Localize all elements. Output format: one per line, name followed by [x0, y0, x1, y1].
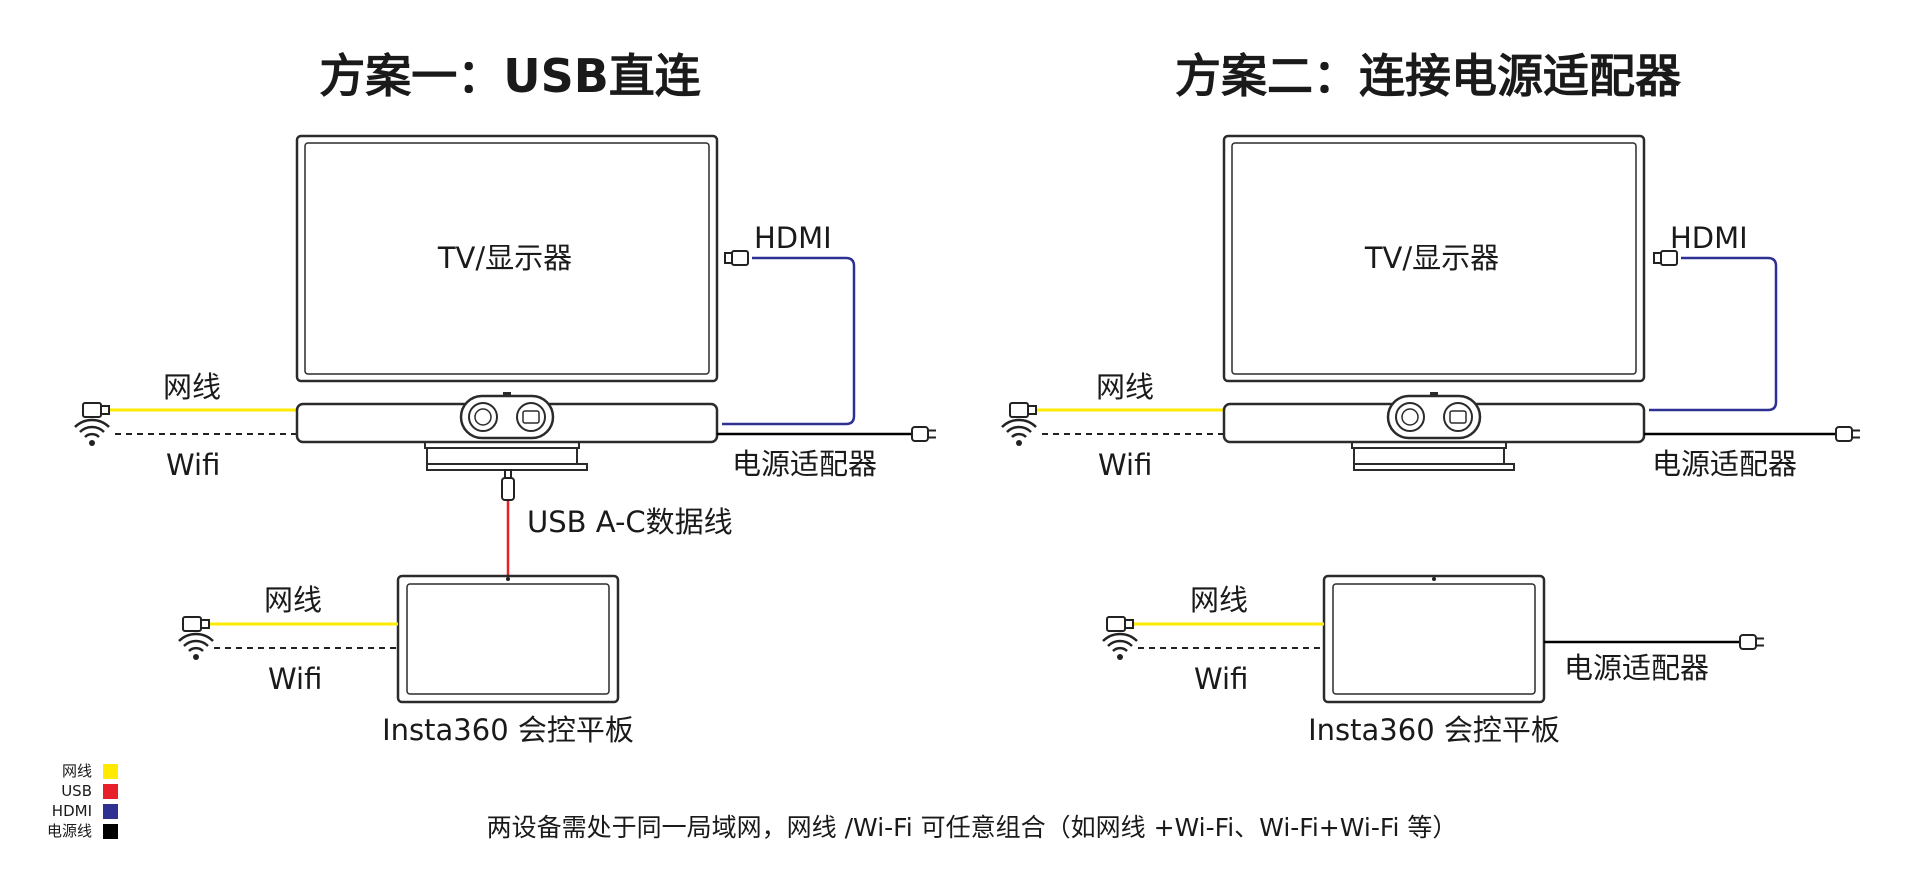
plan2-ethernet-plug-icon — [1009, 402, 1037, 418]
plan1-power-plug-icon — [911, 426, 937, 442]
plan2-tablet-ethernet-plug-icon — [1106, 616, 1134, 632]
plan2-power-label: 电源适配器 — [1652, 447, 1797, 481]
plan1-video-bar — [295, 390, 719, 472]
legend-label-usb: USB — [61, 782, 92, 800]
plan1-wifi-label: Wifi — [166, 448, 220, 482]
plan2-tablet — [1322, 574, 1546, 704]
plan2-tv-label: TV/显示器 — [1364, 241, 1499, 275]
legend-swatch-power — [103, 824, 118, 839]
plan1-network-label: 网线 — [163, 370, 221, 404]
legend: 网线 USB HDMI 电源线 — [47, 762, 118, 840]
plan1-tablet-ethernet-plug-icon — [182, 616, 210, 632]
legend-swatch-usb — [103, 784, 118, 799]
plan2-tablet-wifi-icon — [1101, 632, 1139, 662]
plan2-power-plug-icon — [1835, 426, 1861, 442]
plan2-tv — [1222, 134, 1646, 383]
plan1-title: 方案一：USB直连 — [319, 49, 701, 103]
plan2-tablet-power-label: 电源适配器 — [1564, 651, 1709, 685]
plan2-wifi-label: Wifi — [1098, 448, 1152, 482]
plan1-hdmi-plug-icon — [724, 250, 749, 266]
legend-label-hdmi: HDMI — [52, 802, 92, 820]
plan1-tablet — [396, 574, 620, 704]
plan1-power-label: 电源适配器 — [732, 447, 877, 481]
plan2: 方案二：连接电源适配器 TV/显示器 HDMI 网线 Wifi 电源适配器 — [1000, 49, 1861, 747]
plan1-wifi-icon — [73, 418, 111, 448]
plan2-title: 方案二：连接电源适配器 — [1175, 49, 1682, 103]
plan1-usb-label: USB A-C数据线 — [527, 505, 733, 539]
plan1-tablet-wifi-icon — [177, 632, 215, 662]
plan2-network-label: 网线 — [1096, 370, 1154, 404]
plan1-ethernet-plug-icon — [82, 402, 110, 418]
footnote: 两设备需处于同一局域网，网线 /Wi-Fi 可任意组合（如网线 +Wi-Fi、W… — [487, 813, 1458, 842]
plan1-usb-plug-icon — [501, 469, 515, 501]
plan2-tablet-label: Insta360 会控平板 — [1308, 713, 1560, 747]
legend-label-power: 电源线 — [47, 822, 92, 840]
plan2-tablet-power-plug-icon — [1739, 634, 1765, 650]
plan1-hdmi-label: HDMI — [754, 221, 832, 255]
plan1-tablet-wifi-label: Wifi — [268, 662, 322, 696]
plan1-tablet-network-label: 网线 — [264, 583, 322, 617]
legend-swatch-network — [103, 764, 118, 779]
plan1: 方案一：USB直连 TV/显示器 HDMI 网线 Wifi 电源适配器 USB … — [73, 49, 937, 747]
plan2-hdmi-label: HDMI — [1670, 221, 1748, 255]
plan2-tablet-network-label: 网线 — [1190, 583, 1248, 617]
plan2-hdmi-cable — [1649, 256, 1778, 412]
legend-swatch-hdmi — [103, 804, 118, 819]
plan2-wifi-icon — [1000, 418, 1038, 448]
plan2-tablet-wifi-label: Wifi — [1194, 662, 1248, 696]
plan1-tablet-label: Insta360 会控平板 — [382, 713, 634, 747]
plan1-hdmi-cable — [722, 256, 856, 426]
plan1-tv — [295, 134, 719, 383]
plan1-tv-label: TV/显示器 — [437, 241, 572, 275]
legend-label-network: 网线 — [62, 762, 92, 780]
plan2-video-bar — [1222, 390, 1646, 472]
